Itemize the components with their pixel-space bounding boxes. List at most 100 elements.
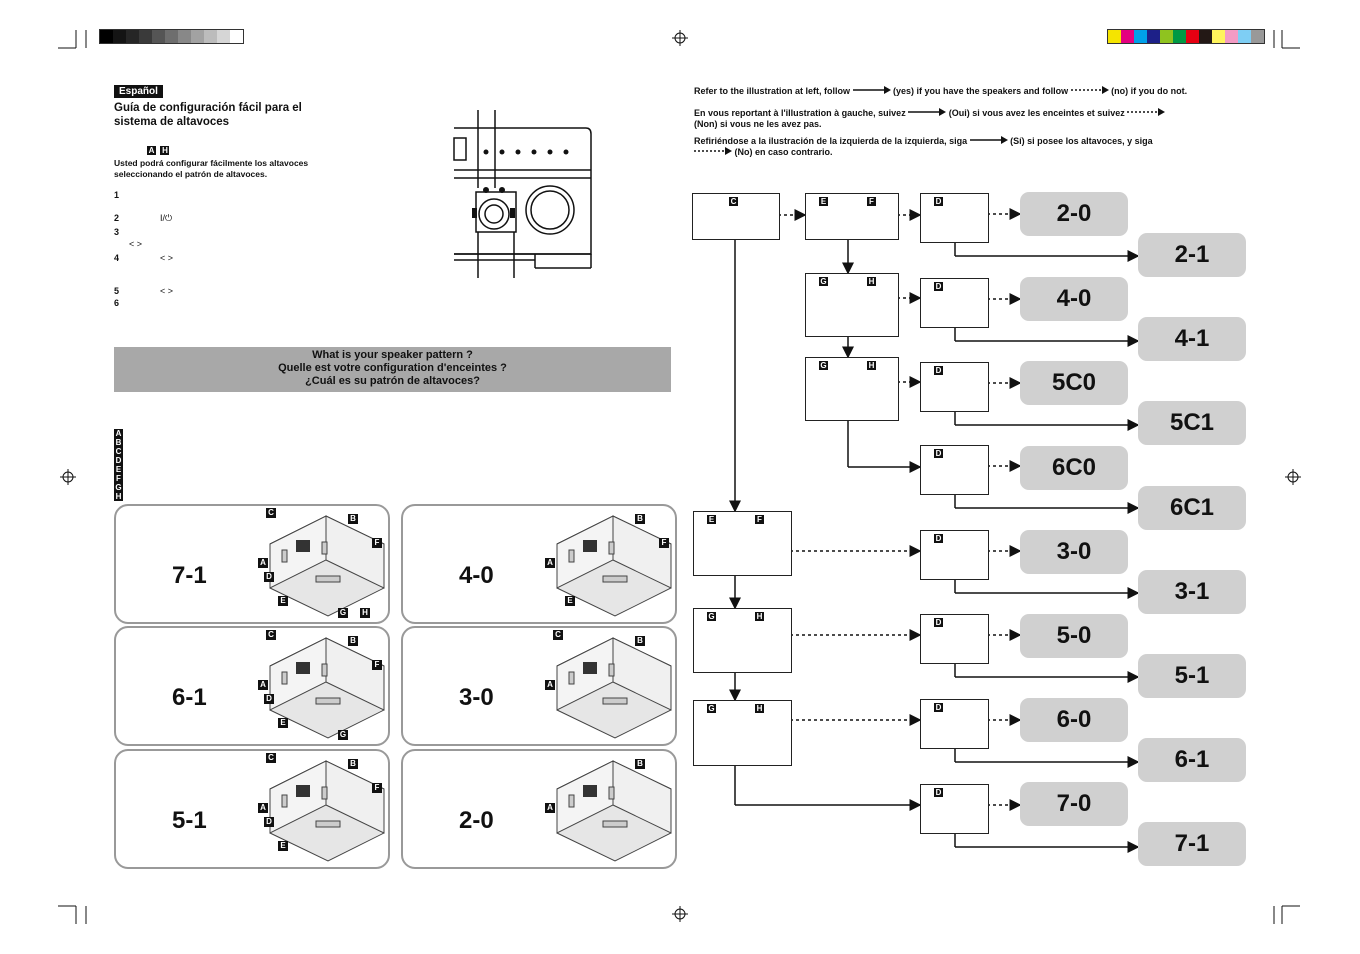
step-3-arrows: < > [129,239,143,249]
color-swatch [1160,30,1173,43]
speaker-label-e: E [565,596,575,606]
question-banner: What is your speaker pattern ? Quelle es… [114,347,671,392]
box-letter-d: D [934,366,943,375]
color-swatch [1238,30,1251,43]
step-6-number: 6 [114,298,120,308]
speaker-label-a: A [545,803,555,813]
receiver-illustration [453,110,592,278]
pattern-code: 2-0 [459,807,494,834]
color-swatch [1225,30,1238,43]
box-letter-g: G [707,612,716,621]
speaker-label-b: B [635,636,645,646]
flow-box-d: D [920,445,989,495]
box-letter-d: D [934,703,943,712]
instr-en-a: Refer to the illustration at left, follo… [694,86,851,96]
legend-f: F [114,474,123,483]
result-4-0: 4-0 [1020,277,1128,321]
language-tag: Español [114,85,163,98]
legend-h: H [114,492,123,501]
speaker-label-a: A [258,558,268,568]
speaker-label-b: B [635,759,645,769]
result-5-0: 5-0 [1020,614,1128,658]
legend-g: G [114,483,123,492]
gray-swatch [204,30,217,43]
step-1-number: 1 [114,190,120,200]
box-letter-e: E [707,515,716,524]
box-letter-d: D [934,618,943,627]
speaker-label-a: A [258,680,268,690]
box-letter-d: D [934,534,943,543]
instr-es-b: (Sí) si posee los altavoces, y siga [1010,136,1153,146]
instr-es-a: Refiriéndose a la ilustración de la izqu… [694,136,968,146]
speaker-label-f: F [659,538,669,548]
result-3-1: 3-1 [1138,570,1246,614]
gray-swatch [139,30,152,43]
gray-swatch [152,30,165,43]
flow-box-d: D [920,362,989,412]
legend-a: A [114,429,123,438]
title-line2: sistema de altavoces [114,116,230,128]
color-swatch [1199,30,1212,43]
color-bar [1107,29,1265,44]
color-swatch [1108,30,1121,43]
box-letter-h: H [867,361,876,370]
speaker-label-d: D [264,572,274,582]
box-letter-g: G [819,277,828,286]
solid-arrow-icon [852,86,891,94]
legend-letters: A B C D E F G H [114,429,123,501]
color-swatch [1173,30,1186,43]
box-letter-d: D [934,197,943,206]
step-5-arrows: < > [160,286,174,296]
flow-box-d: D [920,530,989,580]
box-letter-d: D [934,449,943,458]
room-diagram [269,637,385,739]
box-letter-d: D [934,788,943,797]
result-5C1: 5C1 [1138,401,1246,445]
pattern-card-2-0[interactable]: 2-0 B A [401,749,677,869]
speaker-label-e: E [278,718,288,728]
result-6-1: 6-1 [1138,738,1246,782]
flow-box-c: C [692,193,780,240]
result-3-0: 3-0 [1020,530,1128,574]
speaker-label-f: F [372,783,382,793]
instr-es-c: (No) en caso contrario. [734,147,833,157]
result-7-1: 7-1 [1138,822,1246,866]
intro-text: Usted podrá configurar fácilmente los al… [114,158,308,180]
room-diagram [556,515,672,617]
box-letter-f: F [867,197,876,206]
box-letter-d: D [934,282,943,291]
gray-swatch [191,30,204,43]
flow-box-d: D [920,784,989,834]
speaker-label-c: C [266,508,276,518]
letter-h-badge: H [160,146,170,155]
solid-arrow-icon [908,108,947,116]
intro-line2: seleccionando el patrón de altavoces. [114,169,268,179]
speaker-label-b: B [348,514,358,524]
page-title: Guía de configuración fácil para el sist… [114,101,302,129]
result-6C1: 6C1 [1138,486,1246,530]
room-diagram [556,760,672,862]
speaker-label-f: F [372,538,382,548]
result-6C0: 6C0 [1020,446,1128,490]
speaker-label-d: D [264,694,274,704]
step-3-number: 3 [114,227,120,237]
color-swatch [1121,30,1134,43]
question-es: ¿Cuál es su patrón de altavoces? [305,375,480,387]
box-letter-h: H [755,704,764,713]
legend-e: E [114,465,123,474]
speaker-label-a: A [545,558,555,568]
color-swatch [1251,30,1264,43]
speaker-label-a: A [258,803,268,813]
result-2-1: 2-1 [1138,233,1246,277]
result-4-1: 4-1 [1138,317,1246,361]
legend-c: C [114,447,123,456]
